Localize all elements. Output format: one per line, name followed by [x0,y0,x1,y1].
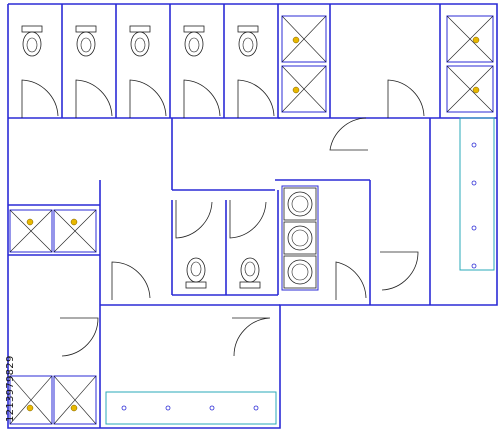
mid-left-showers [8,180,101,305]
stall-door [183,79,221,118]
stall-door [175,200,213,239]
entry-door [60,317,99,357]
stall-door [75,79,113,118]
top-toilet-stalls [8,4,280,119]
stall-door [21,79,59,118]
toilet-icon [185,257,207,289]
center-block [171,118,419,305]
outer-walls [7,3,498,429]
toilet-icon [239,257,261,289]
shower-drain-icon [26,404,34,412]
stall-door [229,200,267,239]
entry-door [232,317,271,357]
lower-left-block [9,261,280,428]
toilet-icon [183,25,205,57]
washing-machine-icon [283,187,317,221]
toilet-icon [75,25,97,57]
corridor-door [380,251,419,291]
shower-drain-icon [472,86,480,94]
bottom-sink-counter [105,391,277,425]
shower-drain-icon [472,36,480,44]
stall-door [237,79,275,118]
right-sink-counter [329,117,495,305]
washing-machine-icon [283,221,317,255]
corridor-door [329,117,368,151]
stock-watermark: 1213979829 [3,312,17,422]
toilet-icon [129,25,151,57]
stock-id-label: 1213979829 [5,355,16,422]
shower-drain-icon [70,404,78,412]
toilet-icon [237,25,259,57]
stall-door [129,79,167,118]
shower-drain-icon [70,218,78,226]
shower-drain-icon [26,218,34,226]
laundry-door [335,261,367,300]
shower-drain-icon [292,86,300,94]
washing-machine-icon [283,255,317,289]
main-door [111,261,151,300]
top-right-showers [278,4,497,119]
shower-room-door [387,79,425,118]
shower-drain-icon [292,36,300,44]
toilet-icon [21,25,43,57]
